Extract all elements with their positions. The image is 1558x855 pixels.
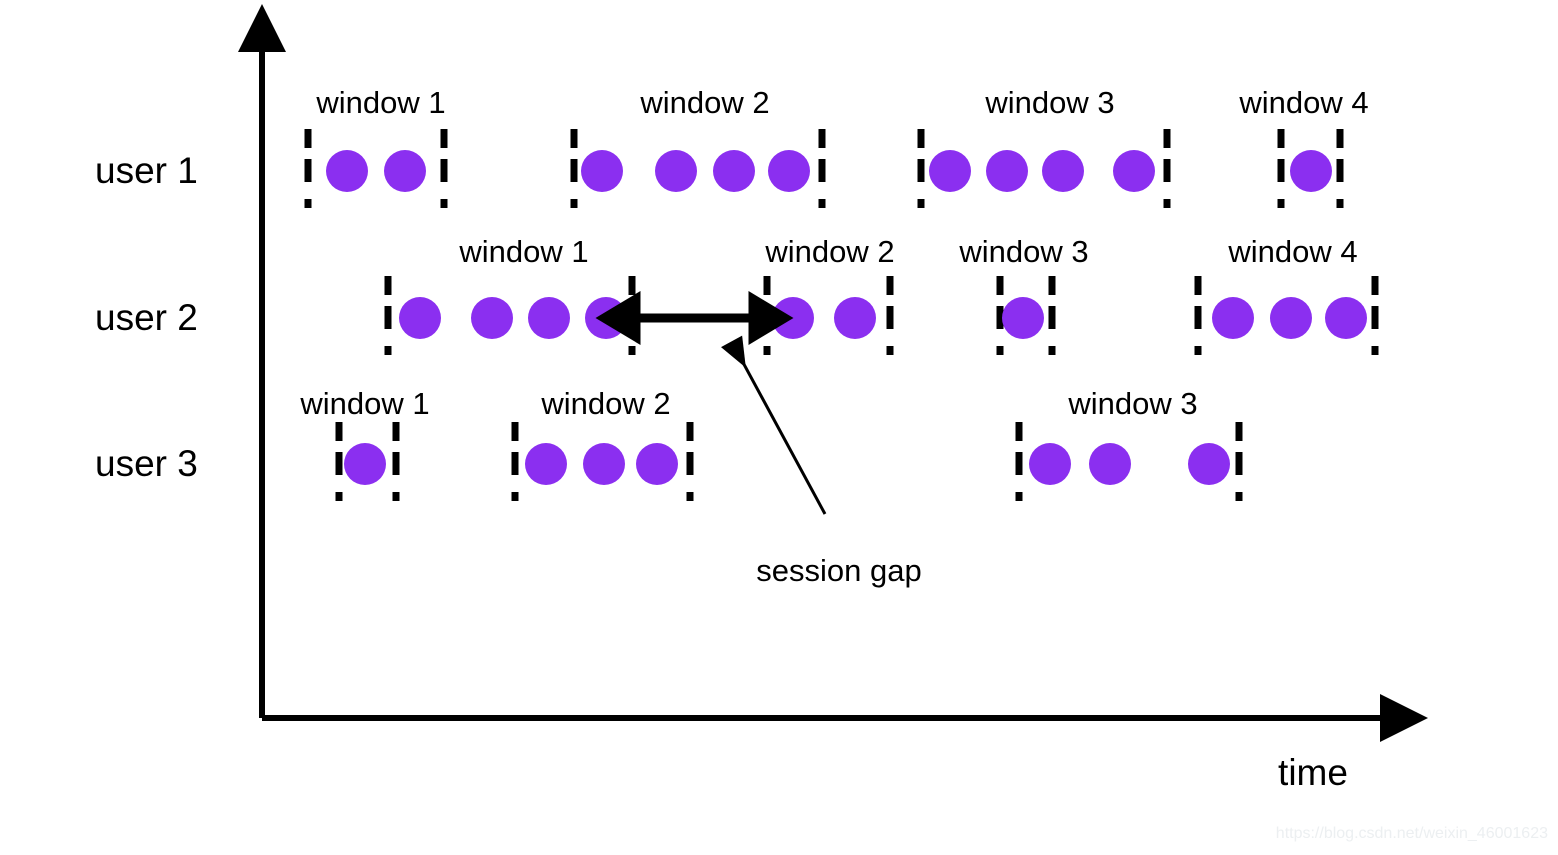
event-dot	[399, 297, 441, 339]
session-window: window 2	[570, 85, 826, 208]
window-label: window 3	[958, 234, 1088, 269]
row-label-user-2: user 2	[95, 297, 198, 338]
event-dot	[528, 297, 570, 339]
event-dot	[986, 150, 1028, 192]
session-window: window 4	[1194, 234, 1379, 355]
event-dot	[713, 150, 755, 192]
session-window: window 3	[958, 234, 1089, 355]
session-gap-label: session gap	[756, 553, 921, 588]
x-axis-label: time	[1278, 752, 1348, 793]
session-window: window 3	[1015, 386, 1243, 501]
session-window: window 1	[299, 386, 430, 501]
event-dot	[768, 150, 810, 192]
window-label: window 1	[299, 386, 429, 421]
event-dot	[1325, 297, 1367, 339]
user-row: user 1 window 1 window 2 window 3 window 4	[95, 85, 1369, 208]
event-dot	[525, 443, 567, 485]
event-dot	[1042, 150, 1084, 192]
window-label: window 2	[764, 234, 894, 269]
window-label: window 4	[1227, 234, 1357, 269]
user-row: user 2 window 1 window 2 window 3 window 4	[95, 234, 1379, 355]
session-window: window 1	[304, 85, 448, 208]
event-dot	[929, 150, 971, 192]
window-label: window 3	[1067, 386, 1197, 421]
session-window: window 1	[384, 234, 636, 355]
event-dot	[326, 150, 368, 192]
event-dot	[1002, 297, 1044, 339]
event-dot	[581, 150, 623, 192]
session-window: window 2	[763, 234, 895, 355]
window-label: window 1	[458, 234, 588, 269]
window-label: window 1	[315, 85, 445, 120]
user-row: user 3 window 1 window 2 window 3	[95, 386, 1243, 501]
event-dot	[655, 150, 697, 192]
event-dot	[471, 297, 513, 339]
window-label: window 2	[540, 386, 670, 421]
event-dot	[583, 443, 625, 485]
event-dot	[344, 443, 386, 485]
event-dot	[772, 297, 814, 339]
event-dot	[1113, 150, 1155, 192]
axes: time	[238, 4, 1428, 793]
window-label: window 4	[1238, 85, 1368, 120]
watermark-text: https://blog.csdn.net/weixin_46001623	[1276, 825, 1548, 842]
window-label: window 2	[639, 85, 769, 120]
window-label: window 3	[984, 85, 1114, 120]
event-dot	[1188, 443, 1230, 485]
event-dot	[1029, 443, 1071, 485]
event-dot	[585, 297, 627, 339]
row-label-user-3: user 3	[95, 443, 198, 484]
session-window: window 3	[917, 85, 1171, 208]
session-window: window 2	[511, 386, 694, 501]
event-dot	[834, 297, 876, 339]
event-dot	[1290, 150, 1332, 192]
session-gap-pointer-line	[721, 335, 827, 515]
event-dot	[636, 443, 678, 485]
session-window: window 4	[1238, 85, 1369, 208]
event-dot	[1270, 297, 1312, 339]
event-dot	[1212, 297, 1254, 339]
session-gap-callout: session gap	[721, 335, 922, 588]
event-dot	[384, 150, 426, 192]
event-dot	[1089, 443, 1131, 485]
row-label-user-1: user 1	[95, 150, 198, 191]
